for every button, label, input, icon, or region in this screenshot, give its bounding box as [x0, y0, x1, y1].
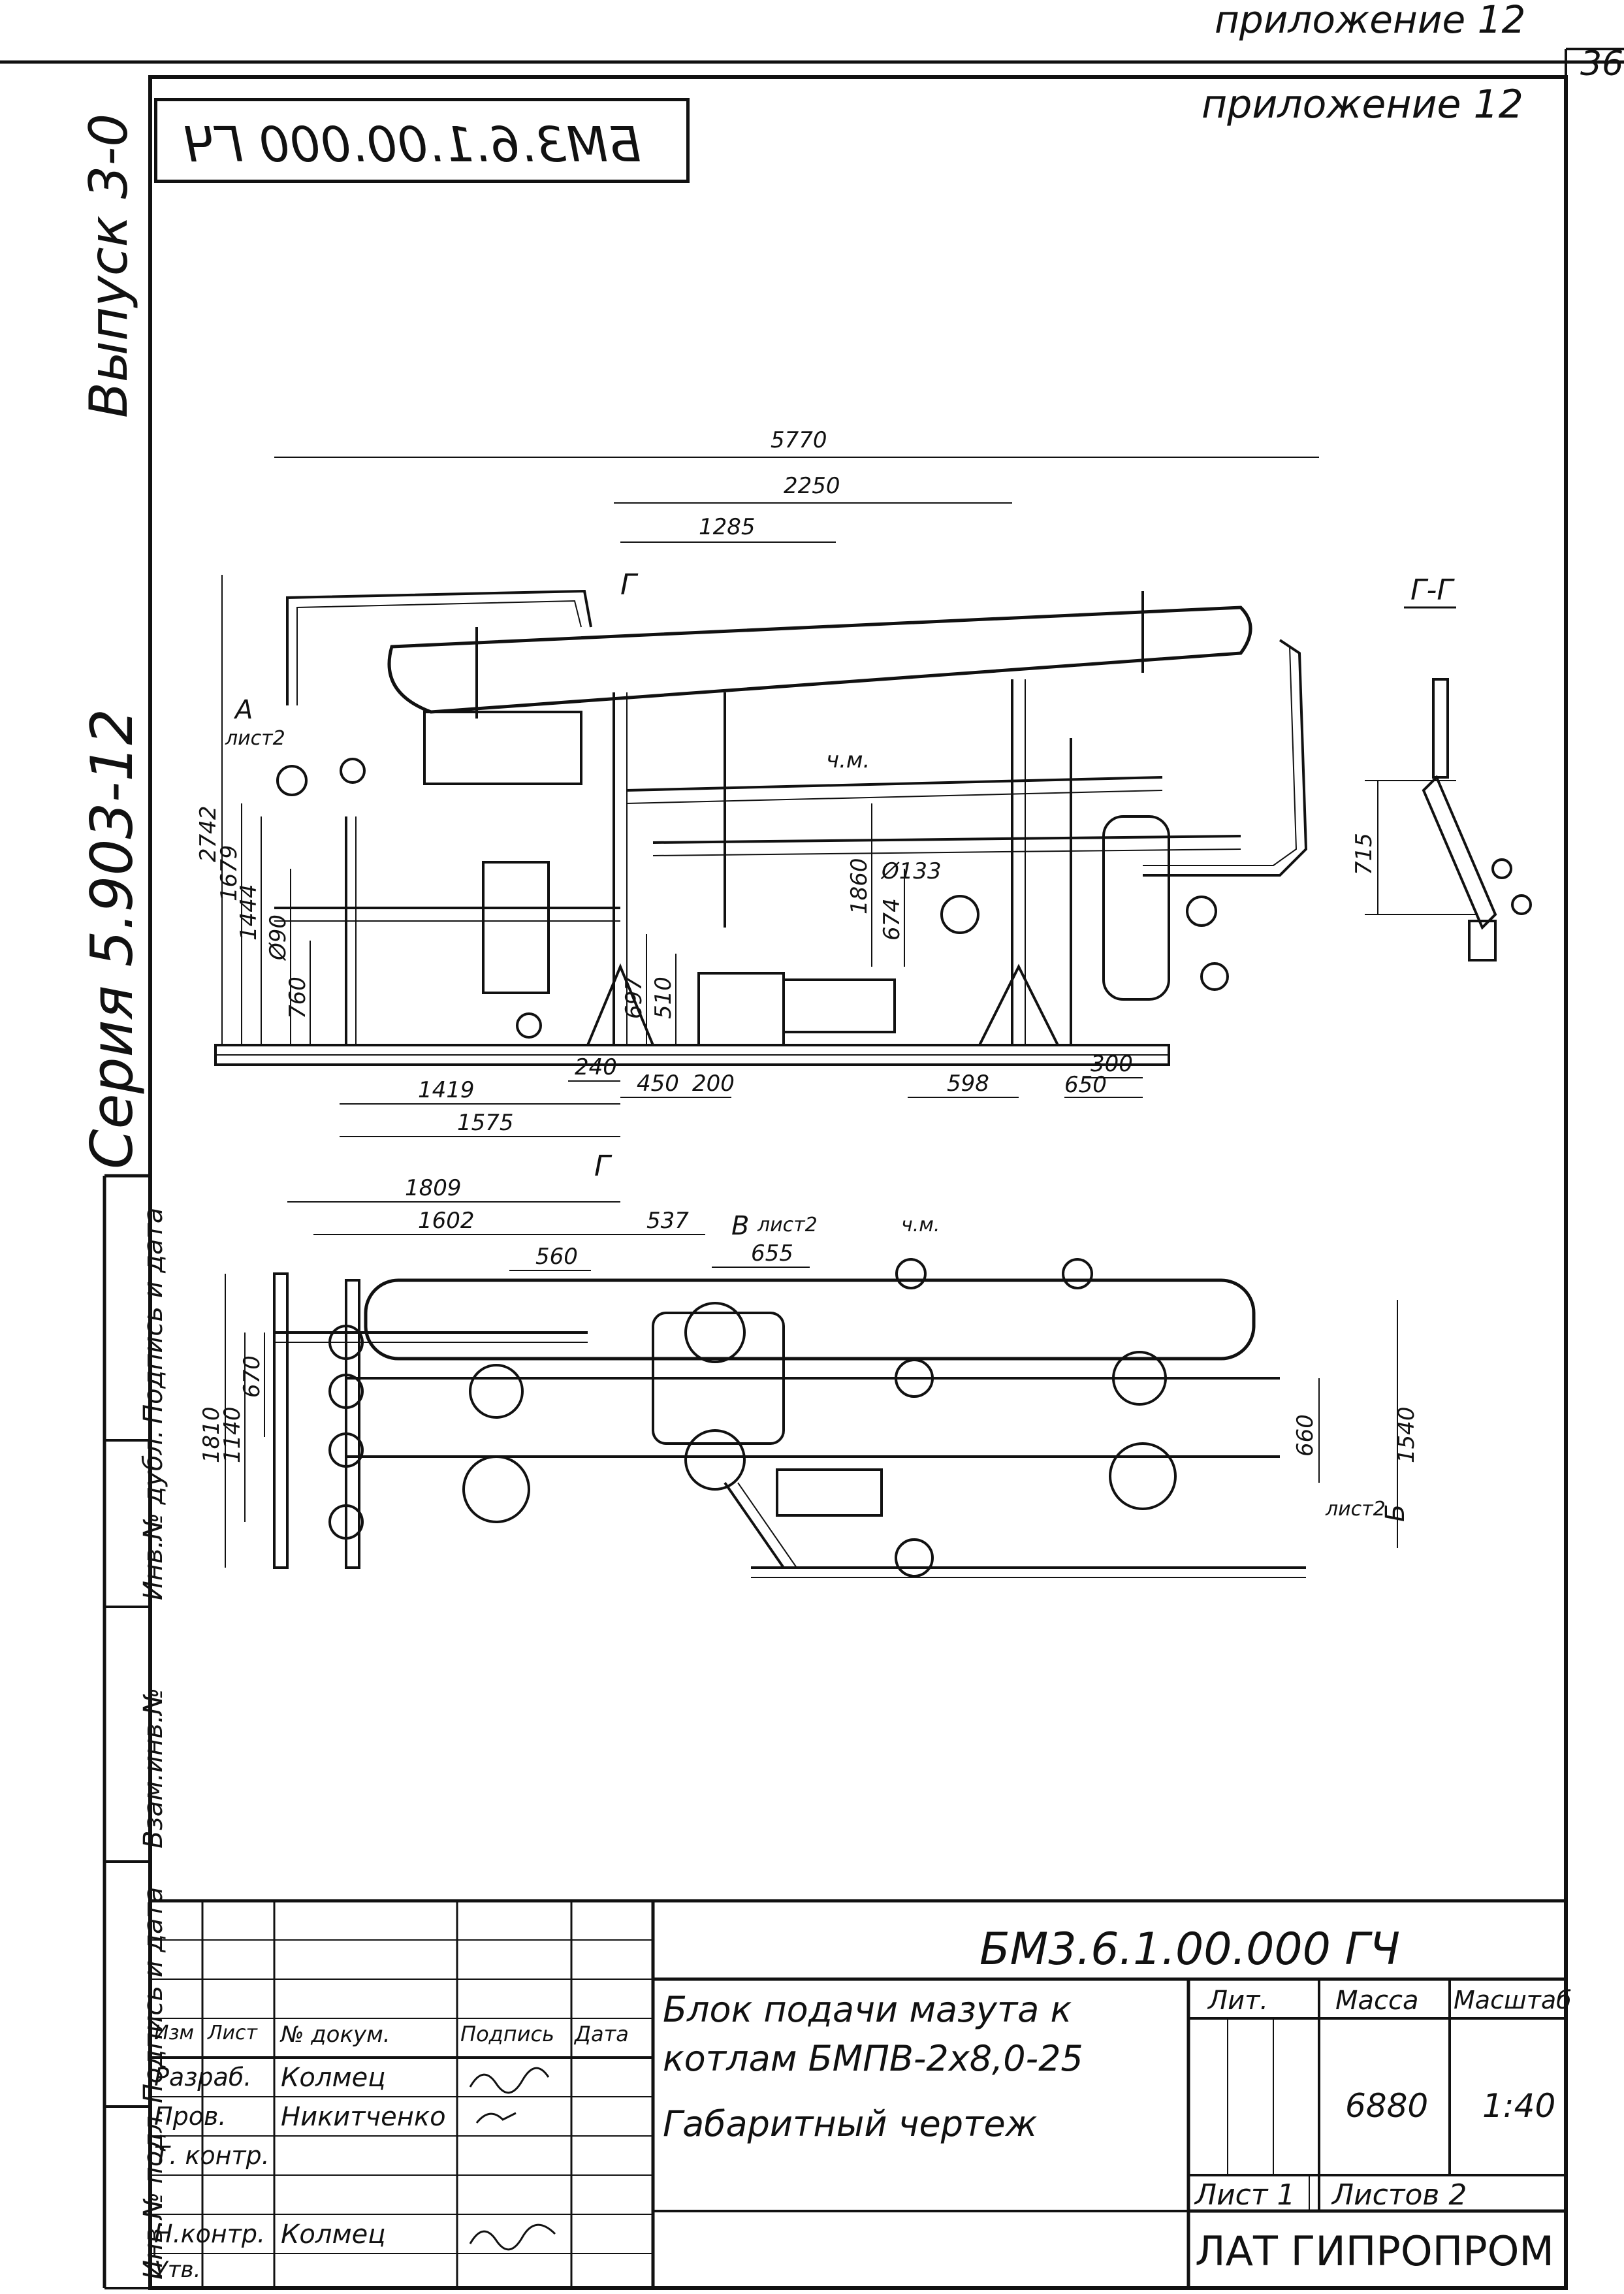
- name-prov: Никитченко: [281, 2102, 446, 2132]
- dim-5770: 5770: [771, 427, 827, 453]
- view-b-sheet: лист2: [1325, 1498, 1386, 1521]
- view-a-label: А: [233, 695, 253, 725]
- view-v-sheet: лист2: [757, 1214, 818, 1236]
- dim-537: 537: [646, 1208, 689, 1234]
- dim-2250: 2250: [784, 473, 840, 499]
- front-dimensions: [221, 457, 1319, 1137]
- section-gg: [1365, 606, 1532, 961]
- mirrored-code-box: БМ3.6.1.00.000 ГЧ: [154, 98, 690, 183]
- dim-510: 510: [650, 977, 677, 1019]
- dim-655: 655: [751, 1240, 793, 1267]
- view-a-sheet: лист2: [225, 727, 285, 750]
- signature-razrab: [469, 2067, 550, 2094]
- dim-650: 650: [1064, 1072, 1107, 1098]
- dim-d133: Ø133: [880, 858, 942, 884]
- title-block-frame: [150, 1899, 1566, 2288]
- name-nkontr: Колмец: [281, 2220, 386, 2250]
- dim-1540: 1540: [1393, 1406, 1420, 1463]
- section-gg-labels: Г-Г 715: [1351, 574, 1455, 875]
- dim-660: 660: [1292, 1414, 1318, 1457]
- organization: ЛАТ ГИПРОПРОМ: [1195, 2227, 1554, 2275]
- role-utv: Утв.: [154, 2257, 201, 2283]
- dim-240: 240: [575, 1054, 617, 1080]
- appendix-label: приложение 12: [1202, 82, 1523, 127]
- dim-560: 560: [535, 1244, 578, 1270]
- dim-760: 760: [285, 977, 311, 1019]
- dim-1285: 1285: [699, 514, 756, 540]
- dim-1444: 1444: [236, 884, 262, 941]
- cm-label-front: ч.м.: [826, 747, 870, 773]
- plan-view: [273, 1258, 1306, 1578]
- view-b-label: Б: [1380, 1504, 1410, 1522]
- section-mark-top: Г: [620, 568, 639, 602]
- tb-header-list: Лист: [208, 2022, 258, 2044]
- cm-label-plan: ч.м.: [901, 1214, 940, 1236]
- sheet-frame: [0, 48, 1624, 2290]
- plan-dimensions: [225, 1201, 1398, 1568]
- dim-200: 200: [692, 1071, 735, 1097]
- tb-header-izm: Изм: [154, 2022, 195, 2044]
- dim-1860: 1860: [846, 858, 872, 914]
- mass-value: 6880: [1345, 2087, 1429, 2125]
- page-number: 36: [1580, 44, 1624, 84]
- scale-label: Масштаб: [1454, 1986, 1572, 2014]
- role-prov: Пров.: [154, 2102, 227, 2131]
- tb-header-sign: Подпись: [460, 2022, 554, 2046]
- dim-715: 715: [1351, 833, 1377, 875]
- dim-670: 670: [239, 1355, 265, 1398]
- section-gg-title: Г-Г: [1410, 574, 1455, 607]
- title-name-line2: котлам БМПВ-2х8,0-25: [663, 2038, 1083, 2079]
- main-tank: [387, 591, 1252, 719]
- lit-label: Лит.: [1208, 1986, 1269, 2016]
- tb-header-doc: № докум.: [281, 2022, 390, 2048]
- sheets-label: Листов 2: [1332, 2178, 1467, 2212]
- front-view: [214, 589, 1308, 1066]
- dim-598: 598: [947, 1071, 989, 1097]
- dim-1140: 1140: [219, 1406, 246, 1463]
- section-mark-bottom: Г: [594, 1150, 613, 1183]
- dim-674: 674: [879, 898, 905, 941]
- signatures: [469, 2067, 556, 2251]
- role-razrab: Разраб.: [154, 2063, 252, 2092]
- plan-dimension-labels: 1809 1602 560 537 655 1810 1140 670 1540…: [199, 1150, 1420, 1522]
- front-dimension-labels: 5770 2250 1285 2742 1679 1444 Ø90 760 18…: [195, 427, 1133, 1136]
- role-nkontr: Н.контр.: [154, 2220, 266, 2248]
- dim-1810: 1810: [199, 1406, 225, 1463]
- tb-header-date: Дата: [575, 2022, 629, 2046]
- dim-1419: 1419: [418, 1077, 475, 1103]
- dim-1679: 1679: [216, 845, 242, 901]
- top-note: приложение 12: [1215, 0, 1526, 42]
- role-tkontr: Т. контр.: [154, 2141, 270, 2170]
- dim-1809: 1809: [405, 1175, 462, 1201]
- signature-nkontr: [469, 2223, 556, 2251]
- title-name-line1: Блок подачи мазута к: [663, 1989, 1072, 2030]
- view-v-label: В: [731, 1211, 749, 1241]
- title-block-code: БМ3.6.1.00.000 ГЧ: [979, 1924, 1401, 1975]
- dim-450: 450: [637, 1071, 679, 1097]
- dim-697: 697: [621, 977, 647, 1019]
- title-name-line3: Габаритный чертеж: [663, 2103, 1038, 2144]
- signature-prov: [475, 2112, 517, 2124]
- dim-1575: 1575: [457, 1110, 514, 1136]
- scale-value: 1:40: [1482, 2087, 1556, 2125]
- name-razrab: Колмец: [281, 2063, 386, 2093]
- dim-1602: 1602: [418, 1208, 475, 1234]
- sheet-label: Лист 1: [1195, 2178, 1296, 2212]
- mass-label: Масса: [1335, 1986, 1419, 2016]
- dim-d90: Ø90: [265, 914, 291, 961]
- dim-2742: 2742: [195, 805, 221, 862]
- dim-300: 300: [1091, 1051, 1133, 1077]
